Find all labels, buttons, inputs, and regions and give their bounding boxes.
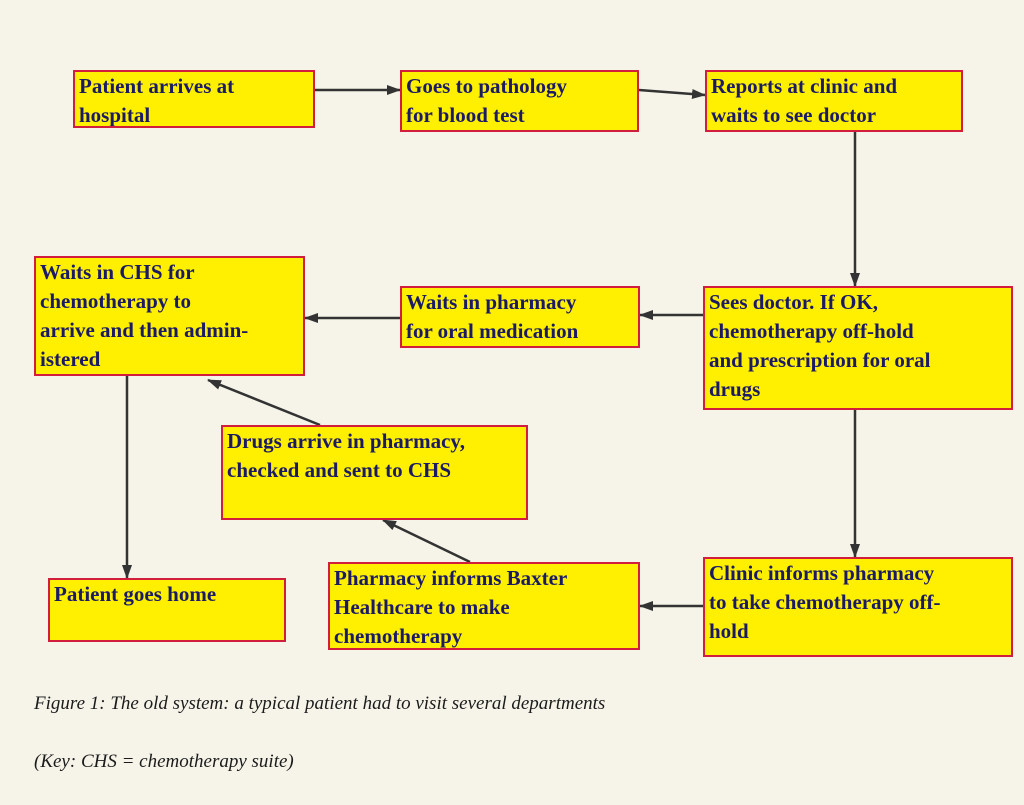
arrow-baxter-to-drugs-arrive (382, 518, 471, 564)
box-clinic-informs: Clinic informs pharmacy to take chemothe… (703, 557, 1013, 657)
box-waits-chs: Waits in CHS for chemotherapy to arrive … (34, 256, 305, 376)
box-sees-doctor: Sees doctor. If OK, chemotherapy off-hol… (703, 286, 1013, 410)
caption-line-1: Figure 1: The old system: a typical pati… (34, 693, 606, 714)
box-waits-pharmacy: Waits in pharmacy for oral medication (400, 286, 640, 348)
caption-line-2: (Key: CHS = chemotherapy suite) (34, 751, 294, 772)
arrow-drugs-arrive-to-chs (207, 378, 321, 427)
box-patient-arrives: Patient arrives at hospital (73, 70, 315, 128)
box-patient-home: Patient goes home (48, 578, 286, 642)
box-drugs-arrive: Drugs arrive in pharmacy, checked and se… (221, 425, 528, 520)
flowchart-page: Patient arrives at hospital Goes to path… (34, 70, 1013, 772)
box-reports-clinic: Reports at clinic and waits to see docto… (705, 70, 963, 132)
flow-arrows (122, 85, 860, 611)
arrow-pathology-to-clinic (638, 88, 706, 100)
box-pathology: Goes to pathology for blood test (400, 70, 639, 132)
box-pharmacy-informs: Pharmacy informs Baxter Healthcare to ma… (328, 562, 640, 650)
